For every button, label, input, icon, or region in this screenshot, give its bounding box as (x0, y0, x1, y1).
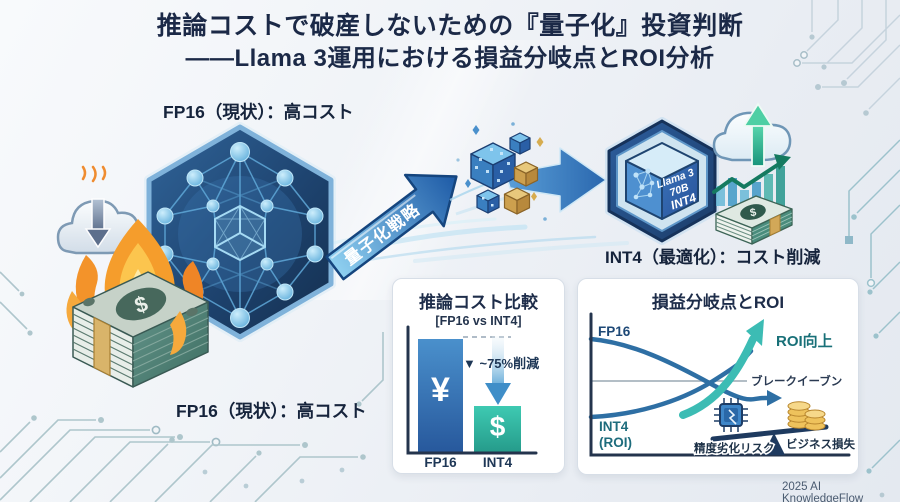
fp16-status-label-bottom: FP16（現状）：高コスト (176, 401, 367, 421)
roi-arrowhead (746, 319, 764, 346)
circuit-bottom-left (0, 271, 384, 502)
money-stack-icon: $ (715, 195, 793, 245)
download-arrow (84, 198, 112, 249)
int4-series-label-1: INT4 (599, 419, 629, 434)
cost-panel-subtitle: [FP16 vs INT4] (435, 314, 522, 328)
risk-label: 精度劣化リスク (694, 441, 775, 455)
growth-chart-icon (712, 154, 791, 206)
reduction-annotation: ▼ ~75%削減 (463, 356, 539, 371)
title-line-2: ――Llama 3運用における損益分岐点とROI分析 (185, 45, 715, 72)
blue-cube-small-bottom (476, 189, 500, 214)
wireframe-cube (214, 204, 266, 262)
cloud-upload-icon (712, 102, 792, 167)
page-title: 推論コストで破産しないための『量子化』投資判断 ――Llama 3運用における損… (0, 10, 900, 75)
reduction-arrow-head (485, 383, 511, 405)
breakeven-roi-panel: 損益分岐点とROI FP16 INT4 (ROI) ROI向上 ブレークイーブン (577, 278, 859, 475)
fp16-curve-arrowhead (767, 390, 782, 406)
chart-axes (406, 325, 538, 455)
seesaw-balance-icon: 精度劣化リスク ビジネス損失 (693, 398, 857, 457)
svg-text:$: $ (749, 206, 758, 219)
roi-up-label: ROI向上 (776, 332, 833, 350)
breakeven-line-chart: FP16 INT4 (ROI) ROI向上 ブレークイーブン (588, 312, 857, 457)
blue-cube-small-top (509, 132, 531, 155)
heat-squiggles (81, 165, 107, 183)
money-stack-small: $ (715, 195, 793, 245)
front-flame (170, 311, 187, 355)
roi-panel-title: 損益分岐点とROI (651, 293, 785, 312)
degradation-chip-icon (714, 398, 748, 432)
int4-status-label: INT4（最適化）：コスト削減 (605, 248, 821, 267)
upload-arrow (742, 102, 774, 167)
cloud-download-icon (56, 165, 140, 255)
reduction-arrow-shaft (492, 336, 504, 385)
coin-stack-icon (787, 401, 826, 431)
quantization-arrow: 量子化戦略 (325, 173, 458, 281)
fp16-axis-label: FP16 (424, 455, 457, 470)
int4-axis-label: INT4 (483, 455, 513, 470)
int4-bar (474, 406, 521, 453)
yen-symbol: ¥ (431, 371, 450, 409)
gold-cube-2 (503, 187, 531, 215)
cost-bar-chart: ¥ $ ▼ ~75%削減 FP16 INT4 (406, 325, 539, 470)
breakeven-label: ブレークイーブン (751, 374, 842, 388)
circuit-top-right (793, 0, 900, 116)
quantization-arrow-label: 量子化戦略 (340, 199, 424, 269)
growth-bars (716, 166, 785, 206)
roi-arrow (679, 335, 757, 419)
fp16-series-label: FP16 (598, 324, 631, 339)
int4-series-label-2: (ROI) (599, 435, 632, 450)
int4-model-badge-icon: Llama 3 70B INT4 (605, 117, 719, 245)
footer-credit: 2025 AI KnowledgeFlow (782, 481, 864, 502)
network-edges (164, 151, 316, 319)
fp16-bar (418, 339, 463, 453)
fp16-status-label-top: FP16（現状）：高コスト (163, 102, 354, 122)
burning-money-icon: $ (66, 219, 209, 388)
mini-network (633, 168, 655, 200)
growth-arrow (712, 160, 784, 194)
circuit-right-middle (845, 139, 900, 498)
sparkles (456, 122, 547, 221)
title-line-1: 推論コストで破産しないための『量子化』投資判断 (156, 12, 744, 40)
dollar-symbol: $ (490, 411, 506, 442)
quantized-cubes-icon (449, 122, 607, 221)
loss-label: ビジネス損失 (786, 437, 855, 451)
gold-cube-1 (513, 161, 539, 187)
cost-comparison-panel: 推論コスト比較 [FP16 vs INT4] ¥ $ ▼ ~ (392, 278, 565, 474)
money-stack: $ (72, 271, 209, 388)
cost-panel-title: 推論コスト比較 (419, 293, 538, 312)
